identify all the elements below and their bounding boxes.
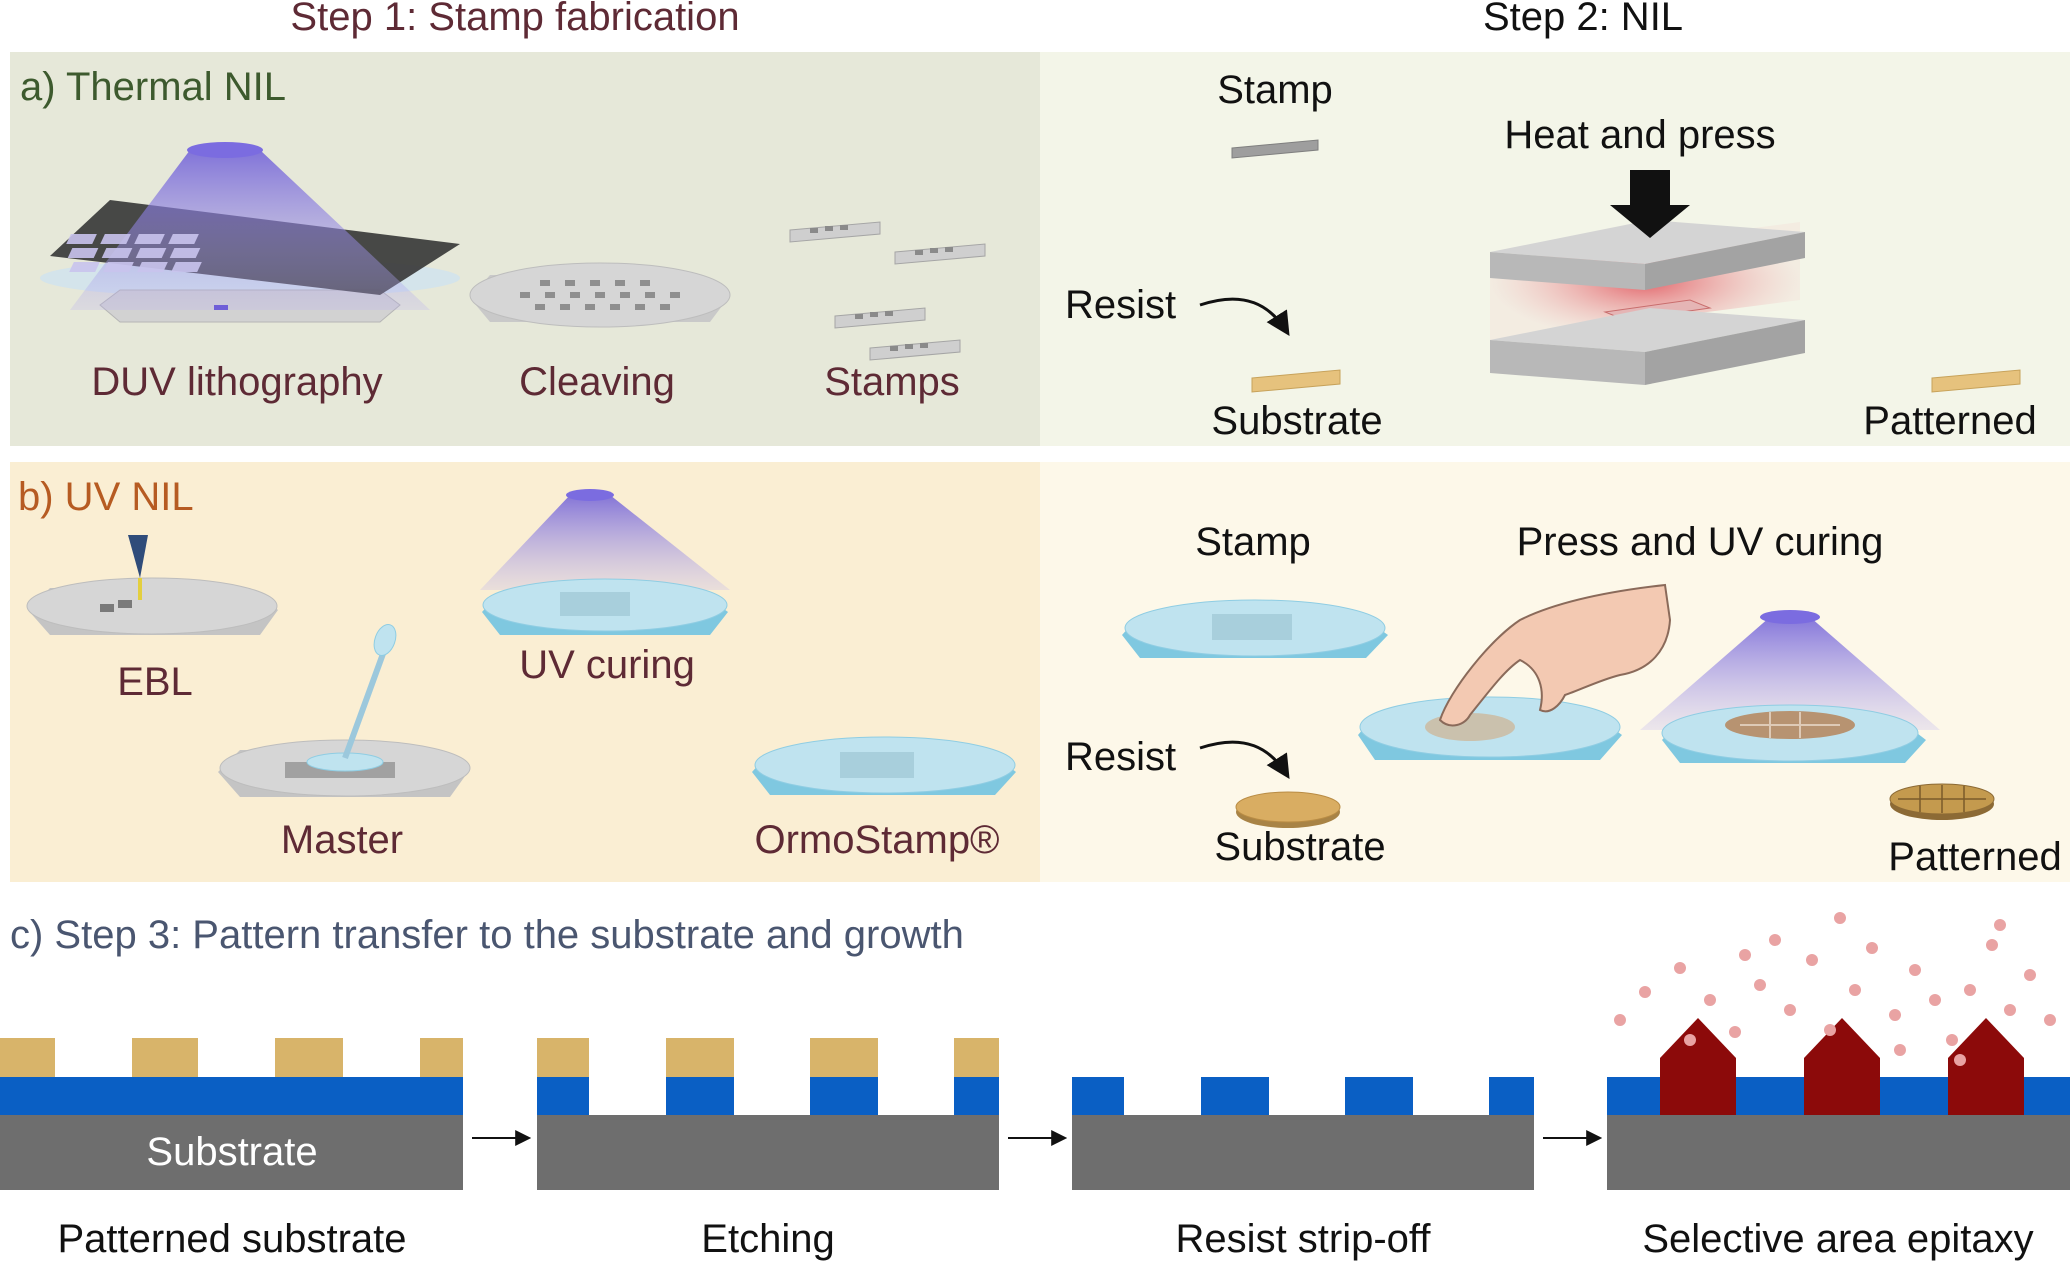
master-illustration bbox=[218, 624, 471, 797]
cleaving-label: Cleaving bbox=[519, 360, 675, 404]
panel-b-title: b) UV NIL bbox=[18, 475, 194, 519]
heat-press-illustration bbox=[1490, 170, 1805, 385]
resist-label-b: Resist bbox=[1065, 735, 1176, 779]
stage-3-label: Resist strip-off bbox=[1176, 1217, 1432, 1261]
stamp-disk-b bbox=[1122, 599, 1388, 658]
master-label: Master bbox=[281, 818, 403, 862]
patterned-chip-a bbox=[1931, 369, 2021, 393]
panel-c-title: c) Step 3: Pattern transfer to the subst… bbox=[10, 913, 964, 957]
duv-lithography-illustration bbox=[40, 142, 460, 323]
stamps-label: Stamps bbox=[824, 360, 960, 404]
stage-1-label: Patterned substrate bbox=[57, 1217, 406, 1261]
uv-curing-label: UV curing bbox=[519, 643, 695, 687]
ormostamp-illustration bbox=[752, 736, 1016, 795]
stage-etching bbox=[537, 1038, 999, 1190]
substrate-label-a: Substrate bbox=[1211, 399, 1382, 443]
stage-patterned-substrate bbox=[0, 1038, 463, 1190]
uv-curing-illustration bbox=[480, 489, 730, 635]
panel-a-title: a) Thermal NIL bbox=[20, 65, 286, 109]
patterned-label-b: Patterned bbox=[1888, 835, 2061, 879]
patterned-label-a: Patterned bbox=[1863, 399, 2036, 443]
duv-label: DUV lithography bbox=[91, 360, 382, 404]
substrate-chip-a bbox=[1251, 369, 1341, 393]
press-uv-label: Press and UV curing bbox=[1517, 520, 1884, 564]
ebl-label: EBL bbox=[117, 660, 193, 704]
stage-4-label: Selective area epitaxy bbox=[1642, 1217, 2033, 1261]
step2-header: Step 2: NIL bbox=[1483, 0, 1683, 39]
stamps-illustration bbox=[789, 221, 986, 361]
substrate-inner-label: Substrate bbox=[146, 1130, 317, 1174]
stage-selective-area-epitaxy bbox=[1607, 912, 2070, 1190]
heat-press-label: Heat and press bbox=[1504, 113, 1775, 157]
cleaving-wafer-illustration bbox=[469, 262, 731, 328]
stamp-label-a: Stamp bbox=[1217, 68, 1333, 112]
substrate-label-b: Substrate bbox=[1214, 825, 1385, 869]
stage-resist-strip-off bbox=[1072, 1077, 1534, 1190]
uv-cure-imprint-illustration bbox=[1640, 610, 1940, 763]
stamp-label-b: Stamp bbox=[1195, 520, 1311, 564]
resist-label-a: Resist bbox=[1065, 283, 1176, 327]
patterned-disk-b bbox=[1889, 783, 1995, 820]
stage-2-label: Etching bbox=[701, 1217, 834, 1261]
panel-b-left-bg bbox=[10, 462, 1040, 882]
stamp-chip-a bbox=[1231, 139, 1319, 159]
ebl-illustration bbox=[26, 535, 278, 635]
hand-press-illustration bbox=[1358, 583, 1672, 760]
resist-arrow-b bbox=[1199, 740, 1290, 780]
resist-arrow-a bbox=[1199, 297, 1290, 337]
step1-header: Step 1: Stamp fabrication bbox=[290, 0, 739, 39]
ormostamp-label: OrmoStamp® bbox=[754, 818, 999, 862]
substrate-disk-b bbox=[1235, 791, 1341, 828]
